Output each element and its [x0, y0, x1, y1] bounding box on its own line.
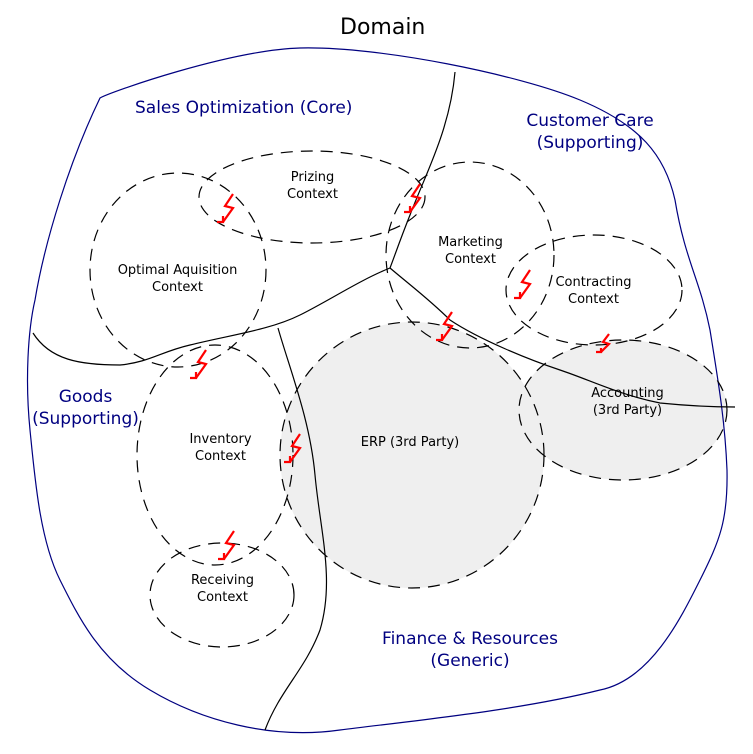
contracting-line2: Context: [568, 291, 619, 307]
accounting-context-fill: [519, 340, 727, 480]
subdomain-customer-line2: (Supporting): [536, 133, 644, 154]
subdomain-separator: [264, 327, 328, 731]
contracting-line1: Contracting: [555, 275, 632, 290]
receiving-line1: Receiving: [190, 573, 254, 588]
receiving-context-label: Receiving Context: [180, 573, 265, 607]
contracting-context-boundary: [505, 234, 683, 346]
lightning-arrow-icon: [190, 349, 208, 380]
accounting-context-boundary: [518, 339, 728, 481]
subdomain-finance-label: Finance & Resources (Generic): [370, 628, 570, 672]
lightning-arrow-icon: [596, 333, 612, 354]
subdomain-customer-line1: Customer Care: [526, 111, 654, 131]
subdomain-goods-line2: (Supporting): [32, 409, 139, 430]
receiving-line2: Context: [197, 589, 248, 605]
erp-context-label: ERP (3rd Party): [350, 435, 470, 452]
erp-context-fill: [280, 322, 544, 588]
lightning-arrow-icon: [404, 183, 422, 214]
accounting-line1: Accounting: [591, 386, 664, 401]
lightning-arrow-icon: [436, 311, 454, 342]
optimal-line1: Optimal Aquisition: [117, 263, 238, 278]
lightning-arrow-icon: [218, 530, 236, 561]
subdomain-finance-line1: Finance & Resources: [382, 629, 558, 649]
subdomain-sales-label: Sales Optimization (Core): [135, 97, 352, 119]
inventory-line1: Inventory: [189, 432, 252, 447]
subdomain-customer-label: Customer Care (Supporting): [510, 110, 670, 154]
inventory-context-boundary: [136, 344, 294, 566]
prizing-context-boundary: [198, 150, 426, 244]
subdomain-goods-line1: Goods: [58, 387, 113, 407]
contracting-context-label: Contracting Context: [546, 275, 641, 309]
marketing-context-label: Marketing Context: [428, 235, 513, 269]
accounting-context-label: Accounting (3rd Party): [585, 386, 670, 420]
accounting-line2: (3rd Party): [592, 402, 663, 418]
receiving-context-boundary: [149, 542, 295, 648]
inventory-line2: Context: [195, 448, 246, 464]
optimal-aquisition-context-label: Optimal Aquisition Context: [110, 263, 245, 297]
subdomain-sales-line1: Sales Optimization (Core): [135, 98, 353, 118]
prizing-line2: Context: [287, 186, 338, 202]
domain-boundary: [26, 47, 728, 734]
subdomain-separator: [32, 71, 456, 366]
subdomain-goods-label: Goods (Supporting): [28, 386, 143, 430]
lightning-arrow-icon: [514, 269, 532, 300]
inventory-context-label: Inventory Context: [178, 432, 263, 466]
lightning-arrow-icon: [284, 433, 302, 464]
diagram-title: Domain: [340, 15, 426, 40]
optimal-aquisition-context-boundary: [89, 172, 267, 368]
relations: [190, 183, 612, 561]
subdomain-finance-line2: (Generic): [430, 651, 510, 672]
prizing-line1: Prizing: [290, 170, 335, 185]
prizing-context-label: Prizing Context: [270, 170, 355, 204]
subdomain-separator: [389, 267, 736, 408]
optimal-line2: Context: [152, 279, 203, 295]
marketing-context-boundary: [385, 161, 555, 349]
marketing-line1: Marketing: [438, 235, 503, 250]
erp-line1: ERP (3rd Party): [360, 435, 460, 450]
marketing-line2: Context: [445, 251, 496, 267]
lightning-arrow-icon: [217, 193, 235, 224]
